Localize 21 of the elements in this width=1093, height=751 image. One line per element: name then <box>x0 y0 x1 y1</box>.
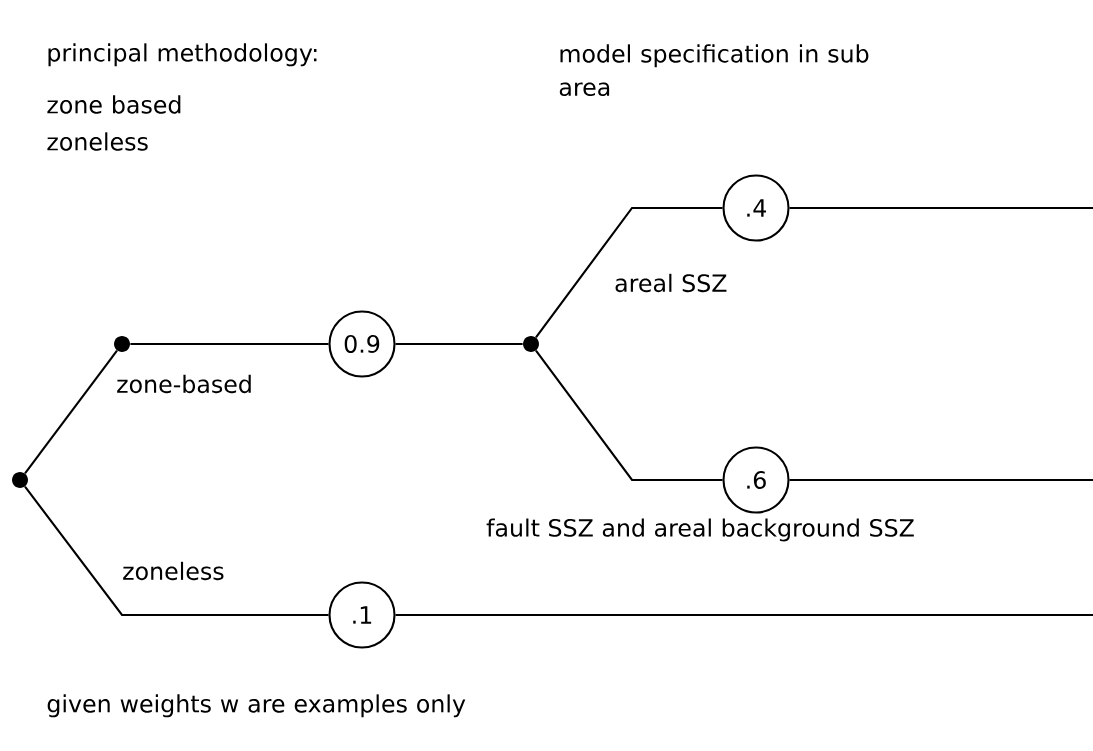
branch-point <box>12 472 28 488</box>
note-text: zoneless <box>47 132 148 151</box>
note-text: zone based <box>47 95 181 114</box>
branch-line <box>535 350 723 482</box>
branch-line <box>789 478 1093 482</box>
branch-point <box>523 336 539 352</box>
branch-line <box>24 486 329 617</box>
branch-point <box>114 336 130 352</box>
branch-line <box>395 613 1093 617</box>
branch-label: zone-based <box>114 373 255 395</box>
branch-line <box>130 342 329 346</box>
branch-label: zoneless <box>120 560 227 582</box>
note-text: given weights w are examples only <box>47 694 466 718</box>
note-text: principal methodology: <box>48 43 317 67</box>
branch-line <box>395 342 523 346</box>
note-text: model specification in sub area <box>559 44 869 97</box>
branch-label: fault SSZ and areal background SSZ <box>484 516 917 544</box>
branch-line <box>535 206 723 338</box>
branch-line <box>789 206 1093 210</box>
branch-label: areal SSZ <box>612 272 730 294</box>
branch-line <box>24 350 118 474</box>
